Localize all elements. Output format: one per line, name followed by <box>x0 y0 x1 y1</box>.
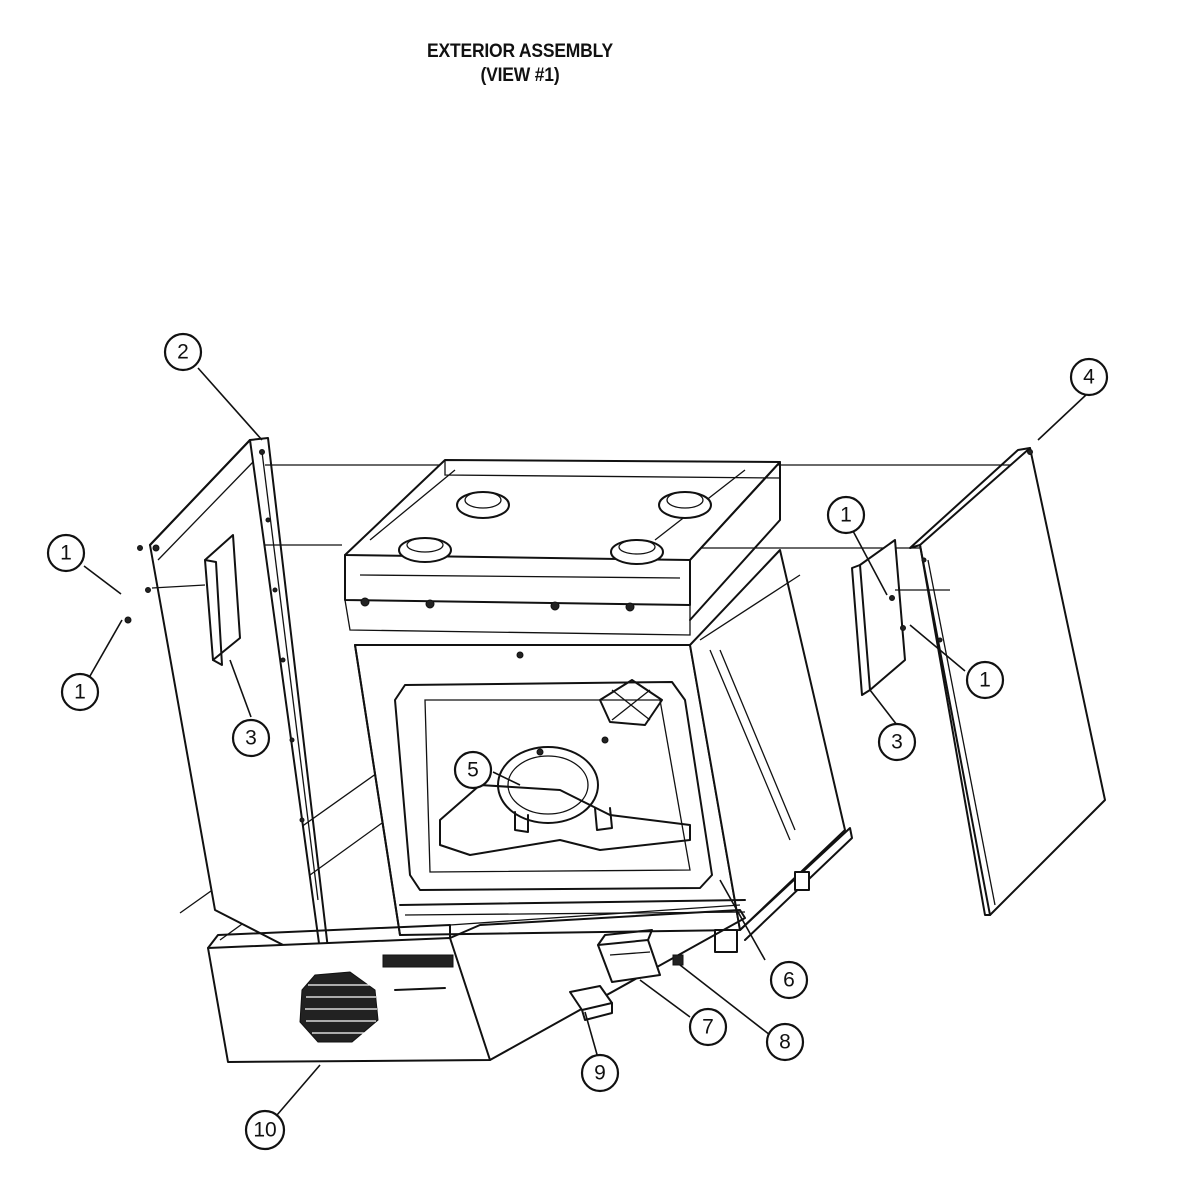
svg-text:3: 3 <box>245 727 257 750</box>
diagram-subtitle: (VIEW #1) <box>480 65 560 86</box>
callout-2: 2 <box>163 332 203 372</box>
callout-9: 9 <box>580 1053 620 1093</box>
burners <box>398 491 712 565</box>
callout-1-upper-right: 1 <box>826 495 866 535</box>
callout-3-right: 3 <box>877 722 917 762</box>
range-body <box>344 459 853 953</box>
svg-text:1: 1 <box>840 504 852 527</box>
junction-box <box>597 929 661 983</box>
callout-1-lower-right: 1 <box>965 660 1005 700</box>
svg-text:1: 1 <box>979 669 991 692</box>
leader-lines <box>83 367 1088 1116</box>
drawer <box>207 904 746 1063</box>
svg-text:1: 1 <box>74 681 86 704</box>
callout-5: 5 <box>453 750 493 790</box>
svg-text:8: 8 <box>779 1031 791 1054</box>
svg-text:9: 9 <box>594 1062 606 1085</box>
svg-text:3: 3 <box>891 731 903 754</box>
callout-3-left: 3 <box>231 718 271 758</box>
diagram-title: EXTERIOR ASSEMBLY <box>427 41 613 62</box>
svg-text:10: 10 <box>253 1119 276 1142</box>
left-side-panel <box>124 437 331 969</box>
svg-text:6: 6 <box>783 969 795 992</box>
drawer-vent-grille <box>299 971 379 1043</box>
callout-1-lower-left: 1 <box>60 672 100 712</box>
svg-text:4: 4 <box>1083 366 1095 389</box>
ring-element <box>497 746 613 833</box>
diagram-title-block: EXTERIOR ASSEMBLY (VIEW #1) <box>0 40 1040 88</box>
terminal-block <box>569 985 613 1021</box>
svg-text:1: 1 <box>60 542 72 565</box>
callout-1-upper-left: 1 <box>46 533 86 573</box>
callout-10: 10 <box>244 1109 286 1151</box>
svg-text:2: 2 <box>177 341 189 364</box>
callout-4: 4 <box>1069 357 1109 397</box>
right-side-panel <box>909 447 1106 916</box>
svg-text:7: 7 <box>702 1016 714 1039</box>
left-bracket <box>151 534 241 666</box>
right-bracket <box>851 539 950 696</box>
svg-text:5: 5 <box>467 759 479 782</box>
callout-6: 6 <box>769 960 809 1000</box>
clip-part <box>672 954 684 966</box>
callout-8: 8 <box>765 1022 805 1062</box>
callout-7: 7 <box>688 1007 728 1047</box>
